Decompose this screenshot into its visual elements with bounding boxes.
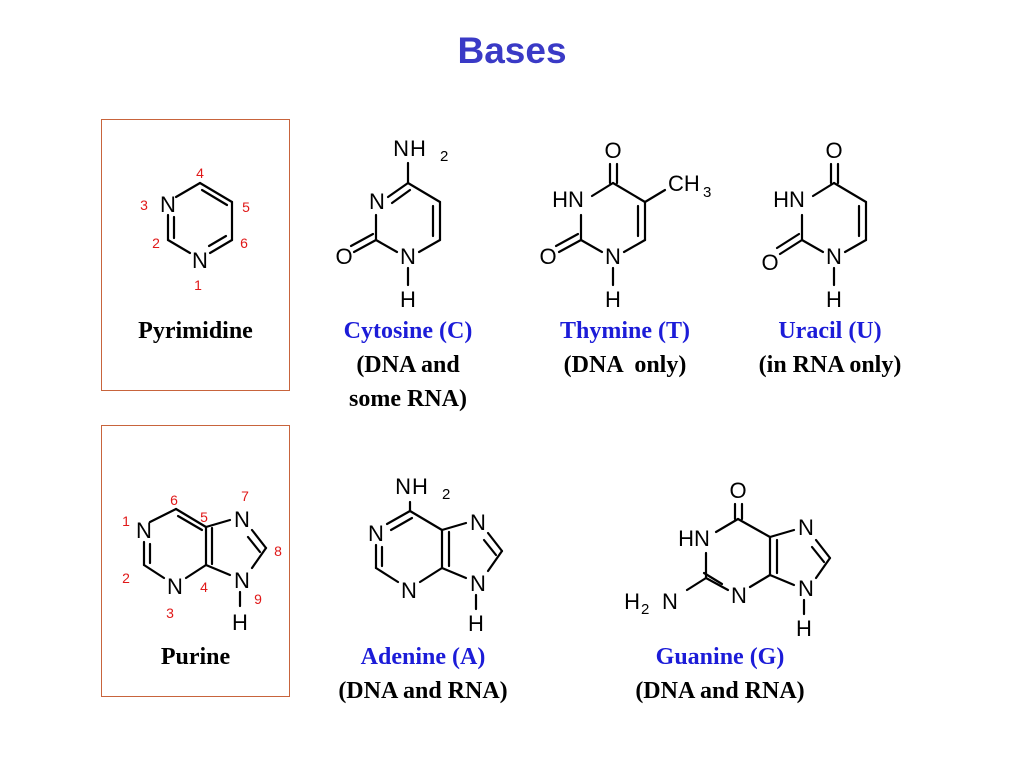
guanine-note: (DNA and RNA) <box>635 678 805 704</box>
cytosine-amino-h: H <box>410 136 426 161</box>
thymine-caption: Thymine (T) (DNA only) <box>525 314 725 382</box>
pyrimidine-n1: N <box>192 248 208 273</box>
thymine-o2: O <box>539 244 556 269</box>
uracil-caption: Uracil (U) (in RNA only) <box>730 314 930 382</box>
uracil-h: H <box>826 287 842 312</box>
purine-number-1: 1 <box>122 513 130 529</box>
adenine-amino-subscript: 2 <box>442 486 450 503</box>
purine-n9: N <box>234 568 250 593</box>
guanine-bonds <box>685 502 832 616</box>
purine-n3: N <box>167 574 183 599</box>
purine-number-3: 3 <box>166 605 174 621</box>
guanine-name: Guanine (G) <box>655 644 785 670</box>
adenine-name: Adenine (A) <box>360 644 486 670</box>
uracil-bonds <box>775 162 868 287</box>
cytosine-o2: O <box>335 244 352 269</box>
thymine-o4: O <box>604 138 621 163</box>
adenine-note: (DNA and RNA) <box>338 678 508 704</box>
uracil-name: Uracil (U) <box>778 318 882 344</box>
cytosine-amino-n: N <box>393 136 409 161</box>
pyrimidine-number-4: 4 <box>196 165 204 181</box>
uracil-o4: O <box>825 138 842 163</box>
guanine-amino-n: N <box>662 589 678 614</box>
cytosine-note-line2: some RNA) <box>349 386 467 412</box>
adenine-caption: Adenine (A) (DNA and RNA) <box>308 640 538 708</box>
guanine-caption: Guanine (G) (DNA and RNA) <box>605 640 835 708</box>
thymine-hn3: HN <box>552 187 584 212</box>
purine-bonds <box>142 507 268 608</box>
purine-h: H <box>232 610 248 635</box>
pyrimidine-number-6: 6 <box>240 235 248 251</box>
cytosine-name: Cytosine (C) <box>343 318 473 344</box>
purine-number-5: 5 <box>200 509 208 525</box>
thymine-note: (DNA only) <box>563 352 687 378</box>
pyrimidine-number-5: 5 <box>242 199 250 215</box>
cytosine-caption: Cytosine (C) (DNA and some RNA) <box>308 314 508 416</box>
thymine-methyl-subscript: 3 <box>703 184 711 201</box>
adenine-n7: N <box>470 510 486 535</box>
thymine-h: H <box>605 287 621 312</box>
pyrimidine-name: Pyrimidine <box>138 318 253 344</box>
cytosine-note-line1: (DNA and <box>356 352 460 378</box>
purine-number-6: 6 <box>170 492 178 508</box>
purine-name: Purine <box>160 644 231 670</box>
cytosine-h: H <box>400 287 416 312</box>
cytosine-n1: N <box>400 244 416 269</box>
adenine-h: H <box>468 611 484 636</box>
purine-number-4: 4 <box>200 579 208 595</box>
purine-number-9: 9 <box>254 591 262 607</box>
slide-title: Bases <box>457 30 567 71</box>
pyrimidine-n3: N <box>160 192 176 217</box>
purine-caption: Purine <box>101 640 290 674</box>
pyrimidine-frame <box>101 119 290 391</box>
pyrimidine-number-1: 1 <box>194 277 202 293</box>
guanine-n7: N <box>798 515 814 540</box>
uracil-note: (in RNA only) <box>758 352 902 378</box>
pyrimidine-bonds <box>166 181 234 255</box>
uracil-hn3: HN <box>773 187 805 212</box>
guanine-h: H <box>796 616 812 641</box>
guanine-amino-h: H <box>624 589 640 614</box>
thymine-name: Thymine (T) <box>559 318 690 344</box>
adenine-n9: N <box>470 571 486 596</box>
uracil-o2: O <box>761 250 778 275</box>
purine-n1: N <box>136 518 152 543</box>
thymine-methyl: CH <box>668 171 700 196</box>
adenine-amino-n: N <box>395 474 411 499</box>
thymine-bonds <box>554 162 667 287</box>
guanine-amino-subscript: 2 <box>641 601 649 618</box>
guanine-o6: O <box>729 478 746 503</box>
guanine-hn1: HN <box>678 526 710 551</box>
thymine-n1: N <box>605 244 621 269</box>
pyrimidine-caption: Pyrimidine <box>101 314 290 348</box>
pyrimidine-number-2: 2 <box>152 235 160 251</box>
purine-n7: N <box>234 507 250 532</box>
guanine-n3: N <box>731 583 747 608</box>
pyrimidine-number-3: 3 <box>140 197 148 213</box>
purine-frame <box>101 425 290 697</box>
purine-number-8: 8 <box>274 543 282 559</box>
purine-number-2: 2 <box>122 570 130 586</box>
cytosine-amino-subscript: 2 <box>440 148 448 165</box>
uracil-n1: N <box>826 244 842 269</box>
cytosine-n3: N <box>369 189 385 214</box>
purine-number-7: 7 <box>241 488 249 504</box>
adenine-n3: N <box>401 578 417 603</box>
adenine-bonds <box>374 500 504 611</box>
adenine-amino-h: H <box>412 474 428 499</box>
guanine-n9: N <box>798 576 814 601</box>
cytosine-bonds <box>349 161 442 287</box>
adenine-n1: N <box>368 521 384 546</box>
